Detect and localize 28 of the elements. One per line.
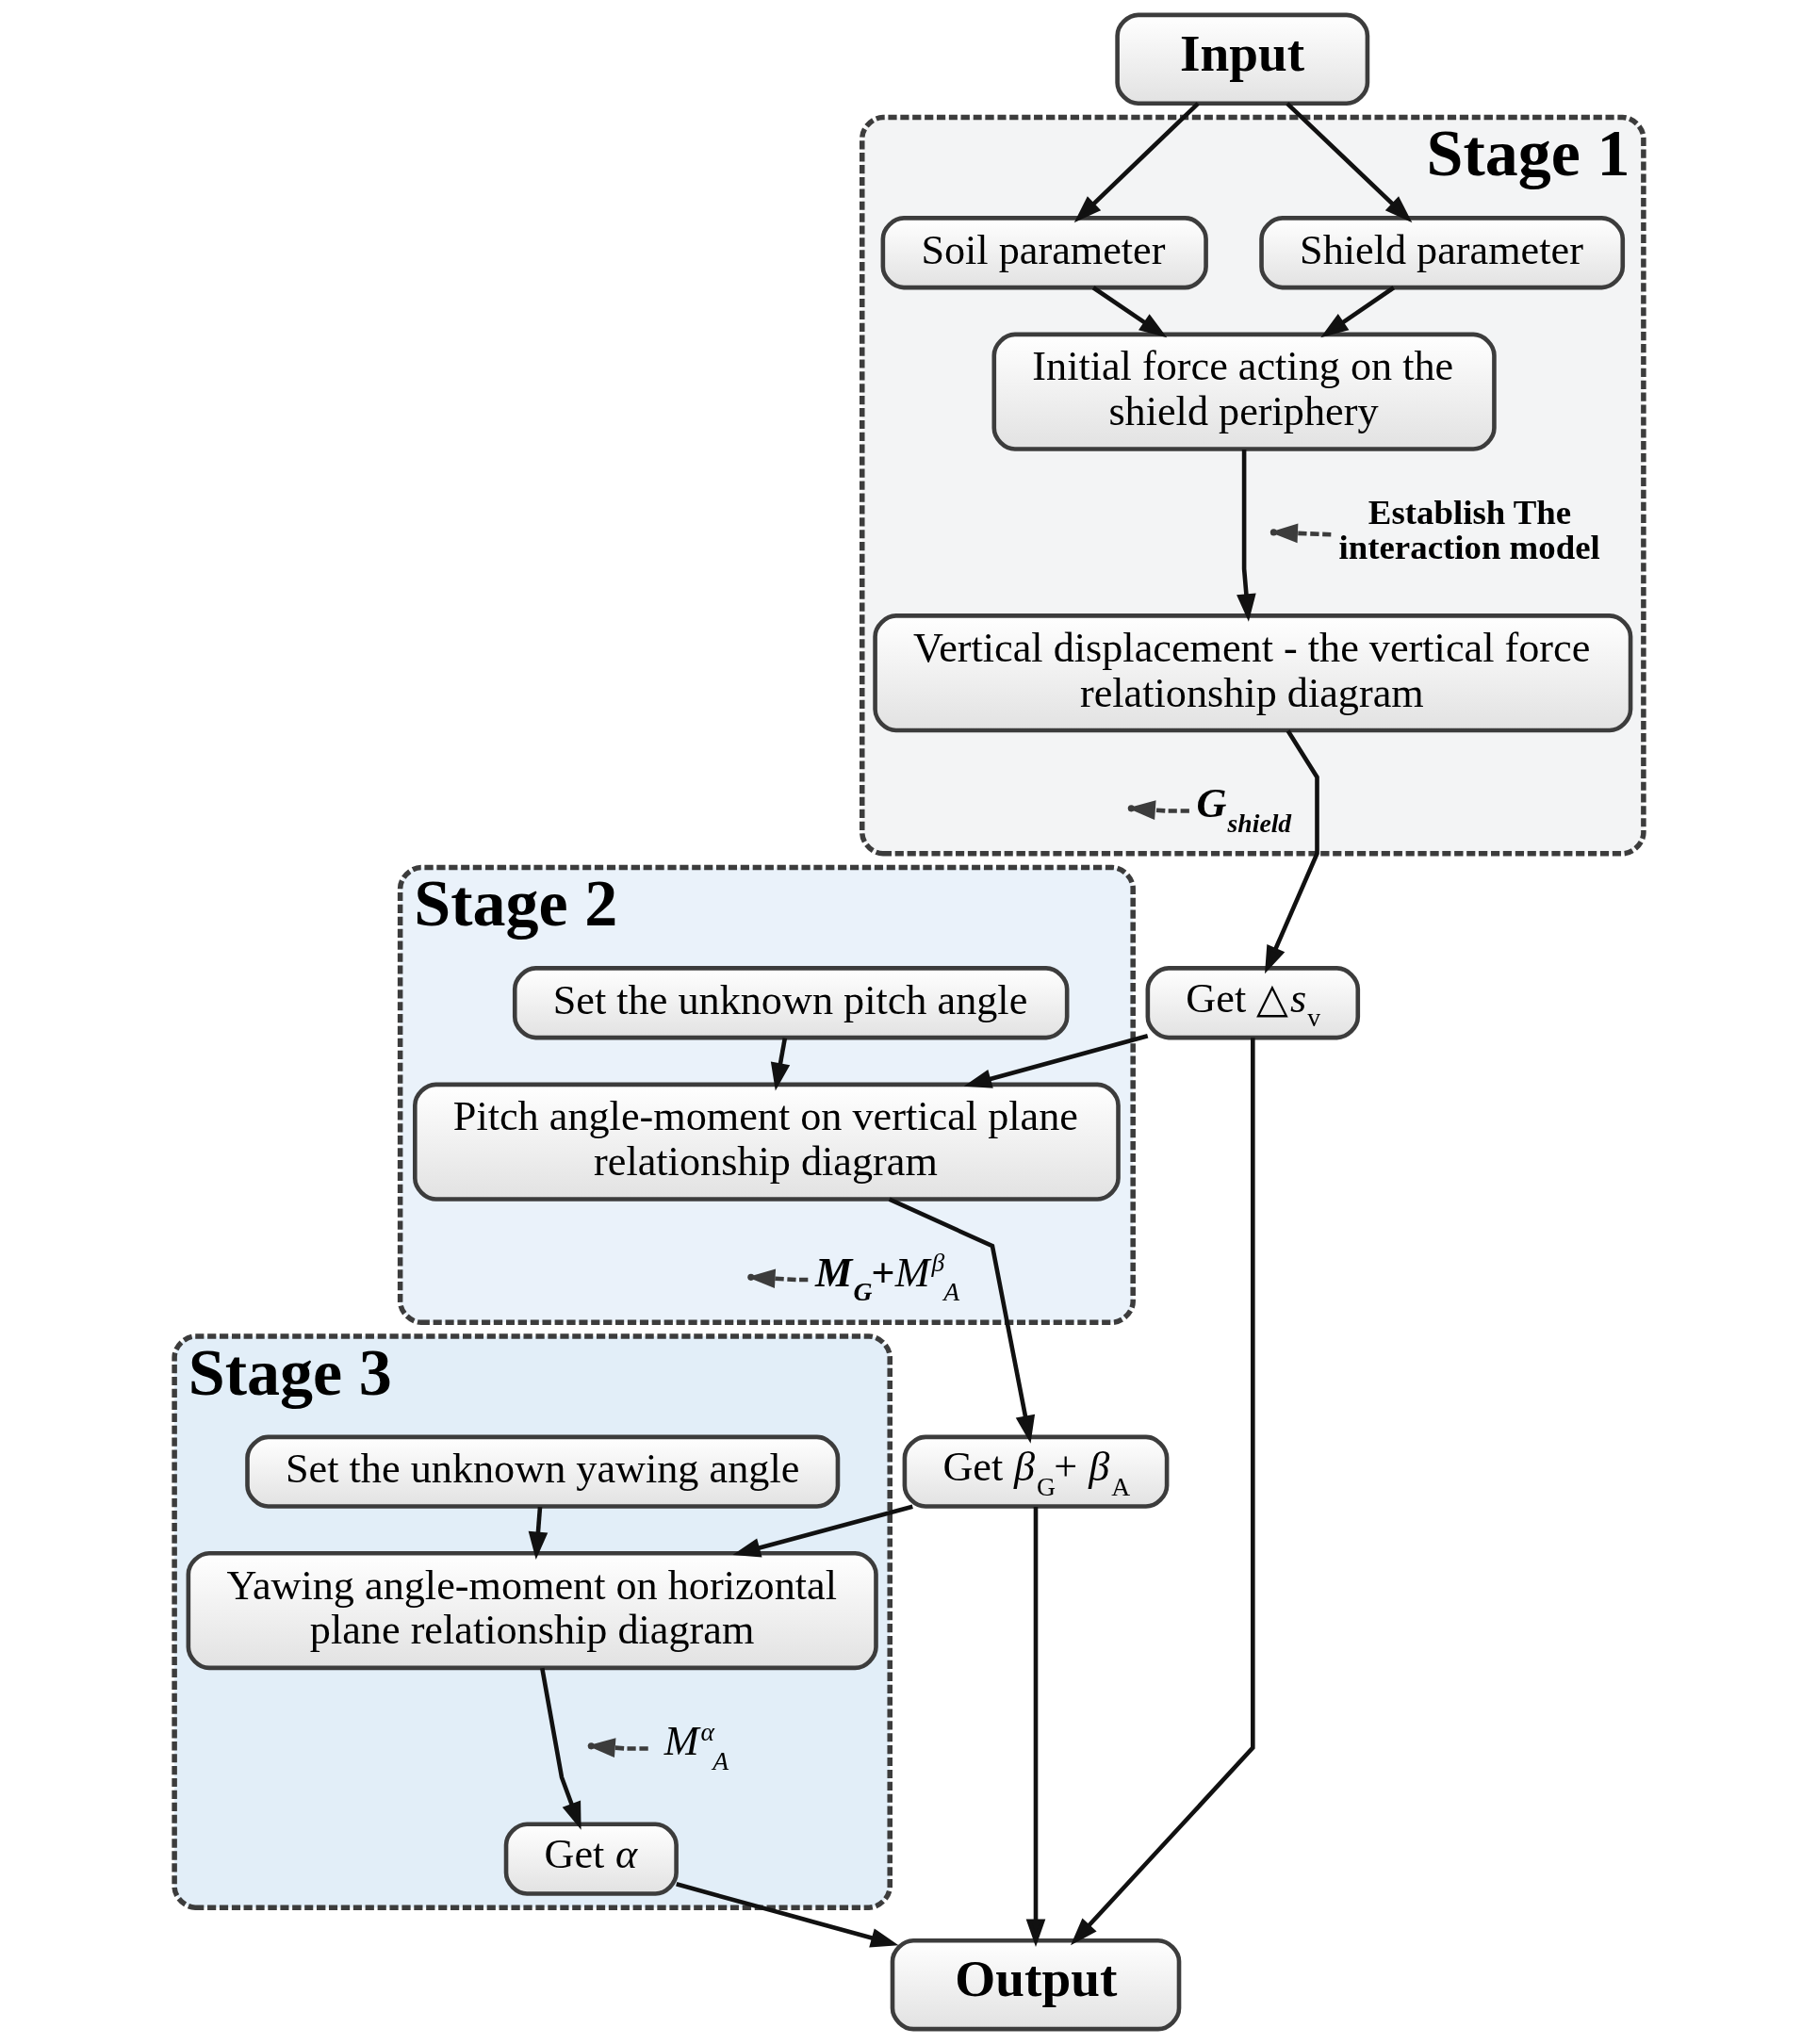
node-box: Initial force acting on the shield periphery [991, 332, 1497, 451]
arrow [963, 1034, 1149, 1088]
arrow [1073, 102, 1200, 223]
arrow [770, 1038, 791, 1091]
node-box: Set the unknown pitch angle [512, 966, 1070, 1040]
node-box: Pitch angle-moment on vertical plane relationship diagram [413, 1082, 1121, 1202]
node-box: Shield parameter [1259, 216, 1626, 290]
arrow [1286, 102, 1413, 223]
arrow [1071, 1038, 1255, 1946]
arrow [1265, 729, 1319, 974]
arrow [540, 1667, 581, 1830]
arrow [676, 1882, 899, 1948]
node-box: Yawing angle-moment on horizontal plane relationship diagram [186, 1551, 878, 1671]
node-box: Soil parameter [880, 216, 1208, 290]
node-box: Get α [503, 1822, 679, 1896]
node-box: Output [890, 1938, 1182, 2032]
node-box: Vertical displacement - the vertical force relationship diagram [873, 613, 1633, 733]
arrow [528, 1506, 549, 1561]
node-text: Establish The interaction model [1338, 492, 1600, 566]
arrow [888, 1197, 1036, 1444]
node-box: Set the unknown yawing angle [245, 1434, 841, 1509]
node-box: Input [1115, 12, 1370, 106]
node-text: G$_{shield}$ [1196, 780, 1292, 838]
arrow [1237, 449, 1256, 622]
node-box: Get △s$_{v}$ [1145, 966, 1361, 1040]
node-box: Get β$_{G}$+ β$_{A}$ [902, 1434, 1170, 1509]
arrow [732, 1504, 913, 1558]
arrow [1025, 1507, 1046, 1948]
